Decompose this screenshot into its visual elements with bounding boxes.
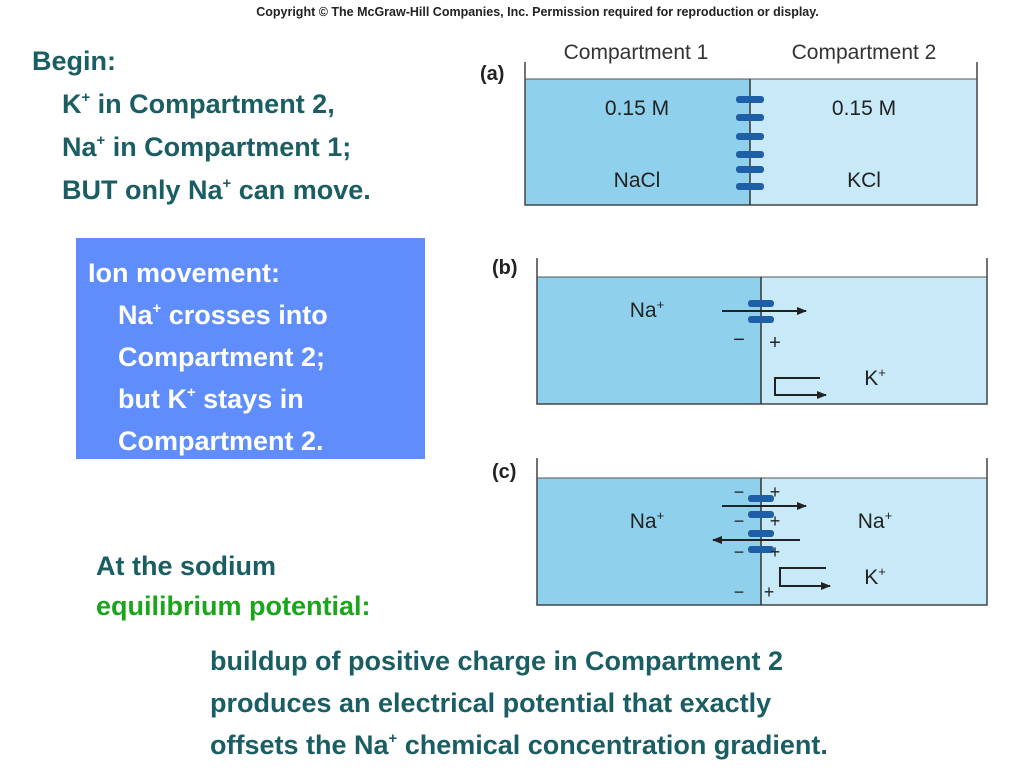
channel-icon xyxy=(748,316,774,323)
panel-b-label: (b) xyxy=(492,257,518,279)
panel-c-label: (c) xyxy=(492,461,516,483)
panel-a-label: (a) xyxy=(480,63,504,85)
panel-c-k-label: K+ xyxy=(864,564,886,589)
buildup-line-2: produces an electrical potential that ex… xyxy=(210,688,772,718)
ion-movement-line-2: Compartment 2; xyxy=(118,342,326,372)
ion-movement-title: Ion movement: xyxy=(88,258,281,288)
left-concentration: 0.15 M xyxy=(605,97,669,120)
channel-icon xyxy=(748,546,774,553)
channel-icon xyxy=(736,151,764,158)
channel-icon xyxy=(748,530,774,537)
sodium-equilibrium-heading: At the sodium equilibrium potential: xyxy=(96,546,371,626)
panel-c-minus: − xyxy=(734,582,745,602)
panel-c-plus: + xyxy=(770,482,781,502)
channel-icon xyxy=(736,114,764,121)
left-salt: NaCl xyxy=(614,169,661,192)
buildup-line-1: buildup of positive charge in Compartmen… xyxy=(210,646,784,676)
panel-c-minus: − xyxy=(734,511,745,531)
panel-b-right-fluid xyxy=(761,277,987,404)
ion-movement-box: Ion movement: Na+ crosses into Compartme… xyxy=(76,238,425,459)
panel-c-plus: + xyxy=(770,511,781,531)
compartment-1-header: Compartment 1 xyxy=(564,41,709,64)
channel-icon xyxy=(748,300,774,307)
panel-c-right-fluid xyxy=(761,478,987,605)
panel-c-plus: + xyxy=(770,542,781,562)
buildup-explanation: buildup of positive charge in Compartmen… xyxy=(210,640,828,766)
panel-c-left-fluid xyxy=(537,478,761,605)
begin-line-1: K+ in Compartment 2, xyxy=(62,89,335,119)
panel-b-k-label: K+ xyxy=(864,365,886,390)
right-salt: KCl xyxy=(847,169,881,192)
panel-b-minus: − xyxy=(733,329,745,351)
sodium-line-1: At the sodium xyxy=(96,551,276,581)
panel-c-minus: − xyxy=(734,542,745,562)
panel-a-left-fluid xyxy=(525,79,750,205)
copyright-notice: Copyright © The McGraw-Hill Companies, I… xyxy=(256,5,819,19)
compartment-2-header: Compartment 2 xyxy=(792,41,937,64)
begin-text-block: Begin: K+ in Compartment 2, Na+ in Compa… xyxy=(32,40,371,212)
channel-icon xyxy=(748,495,774,502)
panel-a-container xyxy=(524,62,978,206)
panel-c-na-left-label: Na+ xyxy=(630,508,664,533)
k-return-arrow-icon xyxy=(779,567,831,590)
channel-icon xyxy=(736,166,764,173)
panel-b-plus: + xyxy=(769,332,781,354)
panel-c-plus: + xyxy=(764,582,775,602)
panel-c-container xyxy=(536,458,988,606)
begin-title: Begin: xyxy=(32,46,116,76)
panel-b-container xyxy=(536,258,988,405)
channel-icon xyxy=(736,183,764,190)
k-return-arrow-icon xyxy=(774,377,827,399)
channel-icon xyxy=(736,133,764,140)
begin-line-3: BUT only Na+ can move. xyxy=(62,175,371,205)
begin-line-2: Na+ in Compartment 1; xyxy=(62,132,352,162)
panel-c-minus: − xyxy=(734,482,745,502)
channel-icon xyxy=(748,511,774,518)
panel-b-left-fluid xyxy=(537,277,761,404)
panel-c-na-right-label: Na+ xyxy=(858,508,892,533)
ion-movement-line-3: but K+ stays in xyxy=(118,384,304,414)
panel-a-channels xyxy=(736,96,764,190)
ion-movement-line-1: Na+ crosses into xyxy=(118,300,328,330)
panel-b-na-label: Na+ xyxy=(630,297,664,322)
panel-a-right-fluid xyxy=(750,79,977,205)
ion-movement-line-4: Compartment 2. xyxy=(118,426,324,456)
channel-icon xyxy=(736,96,764,103)
sodium-line-2: equilibrium potential: xyxy=(96,591,371,621)
right-concentration: 0.15 M xyxy=(832,97,896,120)
buildup-line-3: offsets the Na+ chemical concentration g… xyxy=(210,730,828,760)
